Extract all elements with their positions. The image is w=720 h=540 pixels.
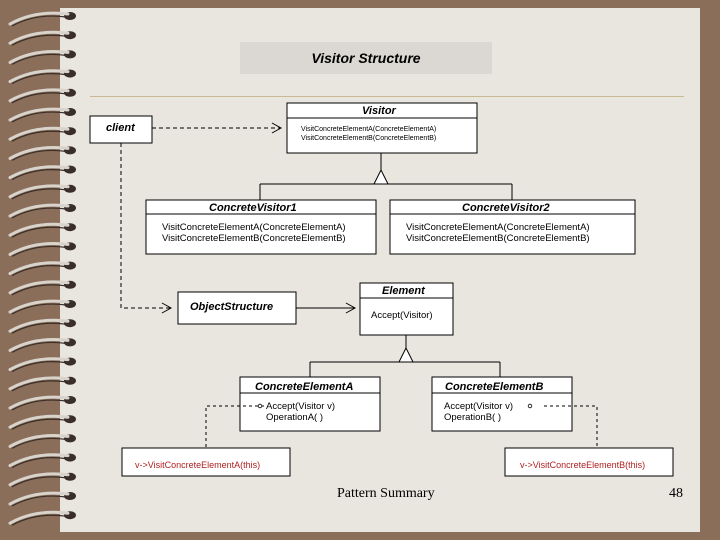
note-b-text: v->VisitConcreteElementB(this) [520, 460, 646, 470]
element-operation: Accept(Visitor) [371, 310, 433, 321]
footer-label: Pattern Summary [337, 486, 435, 501]
binding-ring [8, 146, 76, 161]
element-class-box [359, 282, 454, 336]
note-a-box [121, 447, 291, 477]
concrete-element-a-operation: OperationA( ) [266, 412, 324, 423]
note-b-box [504, 447, 674, 477]
visitor-operation: VisitConcreteElementA(ConcreteElementA) [301, 126, 437, 133]
binding-ring [8, 338, 76, 353]
binding-ring [8, 453, 76, 469]
binding-ring [8, 222, 76, 238]
note-a-text: v->VisitConcreteElementA(this) [135, 460, 261, 470]
element-inheritance-arrow [398, 346, 414, 363]
binding-ring [8, 184, 76, 200]
visitor-inheritance-arrow [373, 168, 389, 185]
binding-ring [8, 318, 76, 334]
concrete-visitor-1-operation: VisitConcreteElementA(ConcreteElementA) [162, 222, 346, 233]
client-class-box [89, 115, 153, 144]
binding-ring [8, 299, 76, 315]
binding-ring [8, 395, 76, 411]
concrete-element-b-name: ConcreteElementB [445, 381, 544, 393]
visitor-class-box [286, 102, 478, 154]
spiral-binding [8, 11, 76, 526]
page-number: 48 [669, 486, 683, 501]
concrete-element-b-box [431, 376, 573, 432]
paper-background [60, 8, 700, 532]
concrete-element-b-operation: OperationB( ) [444, 412, 502, 423]
concrete-visitor-1-name: ConcreteVisitor1 [209, 202, 297, 214]
element-class-name: Element [382, 285, 425, 297]
client-class-name: client [106, 122, 135, 134]
visitor-class-name: Visitor [362, 105, 396, 117]
binding-ring [8, 414, 76, 430]
binding-ring [8, 280, 76, 296]
binding-ring [8, 376, 76, 392]
binding-ring [8, 69, 76, 85]
concrete-element-b-operation: Accept(Visitor v) [444, 401, 513, 412]
binding-ring [8, 357, 76, 373]
binding-ring [8, 491, 76, 507]
binding-ring [8, 165, 76, 181]
binding-ring [8, 30, 76, 46]
concrete-element-a-box [239, 376, 381, 432]
concrete-visitor-2-box [389, 199, 636, 255]
concrete-visitor-1-operation: VisitConcreteElementB(ConcreteElementB) [162, 233, 346, 244]
concrete-visitor-2-operation: VisitConcreteElementB(ConcreteElementB) [406, 233, 590, 244]
object-structure-name: ObjectStructure [190, 301, 274, 313]
visitor-operation: VisitConcreteElementB(ConcreteElementB) [301, 135, 437, 142]
title-band [240, 42, 492, 74]
slide-title: Visitor Structure [311, 50, 421, 66]
binding-ring [8, 472, 76, 488]
concrete-visitor-2-operation: VisitConcreteElementA(ConcreteElementA) [406, 222, 590, 233]
binding-ring [8, 88, 76, 104]
binding-ring [8, 261, 76, 277]
binding-ring [8, 242, 76, 257]
object-structure-box [177, 291, 297, 325]
binding-ring [8, 203, 76, 219]
binding-ring [8, 434, 76, 449]
binding-ring [8, 11, 76, 27]
concrete-visitor-2-name: ConcreteVisitor2 [462, 202, 550, 214]
binding-ring [8, 126, 76, 142]
concrete-element-a-operation: Accept(Visitor v) [266, 401, 335, 412]
concrete-element-a-name: ConcreteElementA [255, 381, 354, 393]
concrete-visitor-1-box [145, 199, 377, 255]
binding-ring [8, 107, 76, 123]
binding-ring [8, 50, 76, 65]
title-divider [90, 96, 684, 97]
binding-ring [8, 510, 76, 526]
